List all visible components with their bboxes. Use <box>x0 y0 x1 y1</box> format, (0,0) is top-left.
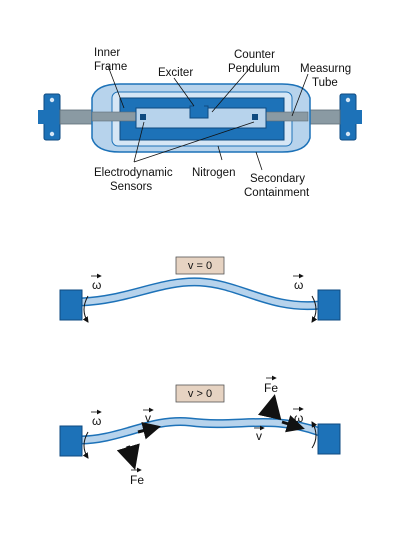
exciter <box>189 105 209 119</box>
right-flange <box>339 93 362 141</box>
label-sensors: Sensors <box>110 181 152 193</box>
label-tube: Tube <box>312 77 338 89</box>
velocity-left: v <box>145 411 151 425</box>
leader-lines <box>107 65 309 171</box>
right-mount <box>317 289 341 321</box>
vibrating-tube <box>79 418 322 443</box>
left-flange <box>38 93 61 141</box>
right-pipe <box>307 109 341 125</box>
sensor-left <box>140 114 146 120</box>
label-measuring: Measurng <box>300 63 351 75</box>
sensor-right <box>252 114 258 120</box>
label-frame: Frame <box>94 61 127 73</box>
coriolis-force-arrow-up <box>257 394 282 421</box>
left-mount <box>59 289 83 321</box>
flow-arrow-right <box>281 415 305 433</box>
left-mount <box>59 425 83 457</box>
state-flow: v > 0 ω ω v v Fe Fe <box>59 375 341 487</box>
velocity-right: v <box>256 429 262 443</box>
state-label-box <box>175 256 225 275</box>
rotation-arrow-left <box>82 431 89 459</box>
label-pendulum: Pendulum <box>228 63 280 75</box>
state-label: v = 0 <box>188 260 212 272</box>
label-exciter: Exciter <box>158 67 193 79</box>
rotation-arrow-right <box>311 421 318 449</box>
omega-right: ω <box>294 278 303 292</box>
rotation-arrow-left <box>82 295 89 323</box>
flowmeter-cross-section: Inner Frame Exciter Counter Pendulum Mea… <box>38 47 362 199</box>
left-pipe <box>59 109 93 125</box>
label-secondary: Secondary <box>250 173 305 185</box>
force-label-bottom: Fe <box>130 473 144 487</box>
omega-right: ω <box>294 411 303 425</box>
rotation-arrow-right <box>311 295 318 323</box>
omega-left: ω <box>92 278 101 292</box>
label-nitrogen: Nitrogen <box>192 167 235 179</box>
label-containment: Containment <box>244 187 310 199</box>
right-mount <box>317 423 341 455</box>
force-label-top: Fe <box>264 381 278 395</box>
label-counter: Counter <box>234 49 275 61</box>
label-inner: Inner <box>94 47 120 59</box>
coriolis-force-arrow-down <box>116 443 140 470</box>
label-electrodynamic: Electrodynamic <box>94 167 173 179</box>
state-no-flow: v = 0 ω ω <box>59 256 341 323</box>
vibrating-tube <box>79 278 321 309</box>
exciter-cap <box>194 103 204 107</box>
omega-left: ω <box>92 414 101 428</box>
state-label: v > 0 <box>188 388 212 400</box>
state-label-box <box>175 384 225 403</box>
flow-arrow-left <box>137 421 161 440</box>
